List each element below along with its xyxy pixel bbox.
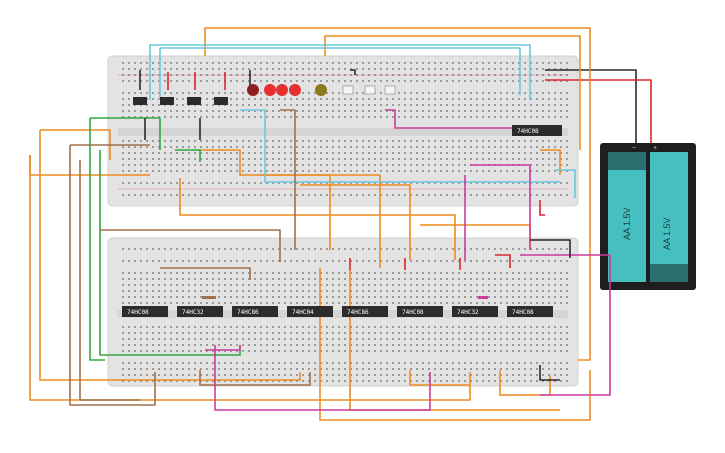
ic-chip (122, 306, 168, 317)
ic-chip-label: 74HC08 (402, 309, 424, 316)
wire-magenta-short[interactable] (478, 296, 488, 299)
top-breadboard (107, 55, 579, 207)
wire-red[interactable] (539, 200, 545, 216)
ic-chip-label: 74HC04 (292, 309, 314, 316)
wire-brown[interactable] (199, 370, 311, 386)
led-red-dark (247, 84, 259, 96)
wire-orange[interactable] (260, 174, 381, 268)
push-button[interactable] (364, 85, 376, 95)
wire-layer (29, 27, 652, 421)
wire-brown[interactable] (79, 160, 140, 401)
wire-red[interactable] (495, 254, 511, 268)
wire-orange[interactable] (324, 35, 581, 150)
ic-chip (287, 306, 333, 317)
battery-cell-2-label: AA 1.5V (662, 217, 672, 250)
wire-cyan[interactable] (240, 109, 560, 183)
battery-cell-2 (650, 152, 688, 282)
wire-orange[interactable] (499, 370, 551, 396)
ic-chip-label: 74HC86 (237, 309, 259, 316)
slide-switch[interactable] (214, 97, 228, 105)
wire-brown-short[interactable] (202, 296, 216, 299)
wire-orange[interactable] (204, 27, 591, 361)
battery-plus-terminal: + (653, 145, 657, 152)
wire-orange[interactable] (540, 149, 561, 175)
wire-green[interactable] (175, 149, 201, 162)
ic-chip (507, 306, 553, 317)
wire-brown[interactable] (69, 145, 156, 406)
wire-black[interactable] (530, 239, 571, 258)
ic-chip-label: 74HC32 (182, 309, 204, 316)
ic-chip (452, 306, 498, 317)
led-red (276, 84, 288, 96)
bottom-chip-row: 74HC08 74HC32 74HC86 74HC04 74HC86 74HC08 74HC… (122, 306, 553, 317)
battery-cell-1 (608, 152, 646, 282)
wire-green[interactable] (89, 118, 105, 361)
ic-chip (342, 306, 388, 317)
battery-cell-1-label: AA 1.5V (622, 207, 632, 240)
top-chip (512, 125, 562, 136)
top-chip-label: 74HC08 (517, 128, 539, 135)
wire-cyan[interactable] (555, 169, 576, 198)
wire-black[interactable] (350, 69, 356, 75)
ic-chip-label: 74HC08 (512, 309, 534, 316)
wire-magenta[interactable] (520, 254, 611, 396)
wire-magenta[interactable] (205, 345, 241, 351)
battery-pack: AA 1.5V AA 1.5V − + (600, 143, 696, 290)
wire-brown[interactable] (280, 109, 296, 250)
wire-brown[interactable] (100, 229, 281, 262)
wire-orange[interactable] (40, 129, 111, 160)
wire-orange[interactable] (179, 178, 456, 260)
wire-orange[interactable] (29, 155, 150, 176)
battery-negative-wire[interactable] (545, 69, 637, 143)
led-red (264, 84, 276, 96)
wire-green[interactable] (90, 117, 161, 150)
wire-cyan[interactable] (149, 44, 531, 100)
ic-chip (177, 306, 223, 317)
push-button[interactable] (342, 85, 354, 95)
wire-magenta[interactable] (214, 345, 431, 411)
ic-chip-label: 74HC32 (457, 309, 479, 316)
wire-orange[interactable] (409, 370, 470, 386)
ic-chip (232, 306, 278, 317)
wire-brown[interactable] (160, 267, 251, 280)
slide-switch[interactable] (187, 97, 201, 105)
wire-black[interactable] (539, 365, 560, 381)
wire-orange[interactable] (200, 149, 331, 250)
ic-chip-label: 74HC86 (347, 309, 369, 316)
ic-chip (397, 306, 443, 317)
wire-magenta[interactable] (385, 109, 520, 129)
wire-orange[interactable] (300, 184, 411, 260)
wire-cyan[interactable] (159, 47, 521, 100)
wire-orange[interactable] (39, 130, 301, 381)
wire-orange[interactable] (29, 155, 471, 401)
battery-minus-terminal: − (632, 145, 636, 152)
slide-switch[interactable] (133, 97, 147, 105)
ic-chip-label: 74HC08 (127, 309, 149, 316)
wire-magenta[interactable] (470, 164, 531, 250)
led-red (289, 84, 301, 96)
led-yellow (315, 84, 327, 96)
top-components: 74HC08 (133, 84, 562, 136)
slide-switch[interactable] (160, 97, 174, 105)
push-button[interactable] (384, 85, 396, 95)
